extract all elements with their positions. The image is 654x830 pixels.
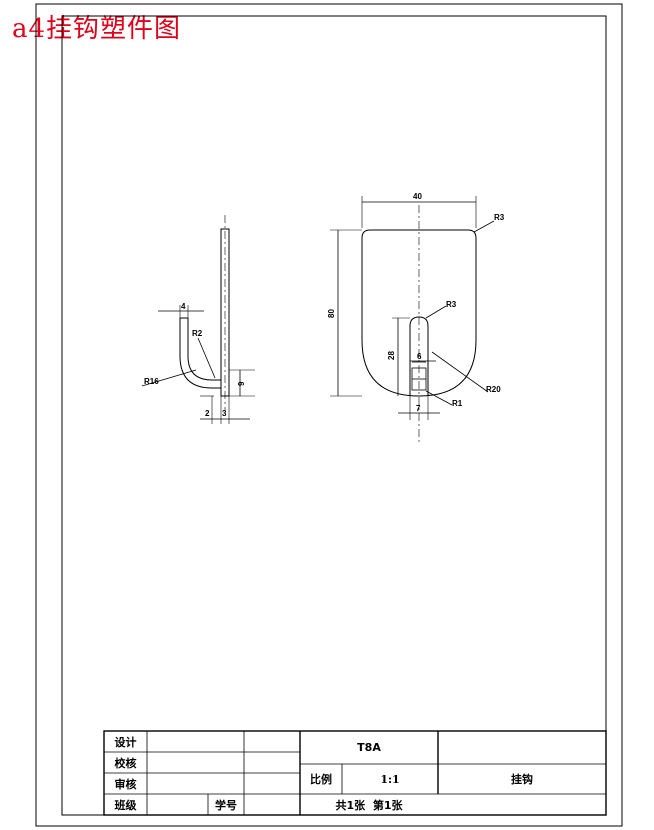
- dim-side-r16: R16: [144, 377, 159, 386]
- dim-front-tab-width: 7: [416, 404, 421, 413]
- dim-side-width: 4: [181, 302, 186, 311]
- dim-side-thickness: 3: [222, 409, 227, 418]
- scale-value: 1:1: [380, 772, 400, 786]
- dim-side-height: 9: [237, 381, 246, 386]
- dim-front-r20: R20: [486, 385, 501, 394]
- dim-front-width: 40: [413, 192, 422, 201]
- drawing-title: a4挂钩塑件图: [12, 14, 182, 44]
- dim-front-height: 80: [327, 309, 336, 318]
- sheet-count: 共1张 第1张: [335, 798, 403, 812]
- label-scale: 比例: [310, 773, 332, 786]
- dim-side-offset: 2: [205, 409, 210, 418]
- dim-front-slot-width: 6: [417, 352, 422, 361]
- side-view: [141, 215, 255, 424]
- dim-front-slot-r3: R3: [446, 300, 457, 309]
- label-student-id: 学号: [215, 798, 237, 812]
- part-name: 挂钩: [511, 773, 533, 786]
- inner-border: [61, 15, 607, 816]
- dim-front-corner-r3: R3: [494, 213, 505, 222]
- dim-front-slot-depth: 28: [387, 351, 396, 360]
- title-block-grid: [103, 730, 607, 816]
- front-view: [330, 196, 495, 445]
- label-design: 设计: [114, 735, 137, 749]
- outer-border: [35, 3, 623, 827]
- label-review: 审核: [114, 777, 137, 791]
- hook-inner: [187, 318, 221, 381]
- label-check: 校核: [114, 756, 137, 770]
- dim-front-r1: R1: [452, 399, 463, 408]
- dim-side-r2: R2: [192, 329, 203, 338]
- material: T8A: [357, 741, 381, 754]
- hook-outer: [179, 318, 221, 389]
- label-class: 班级: [114, 798, 137, 812]
- front-outline: [361, 229, 477, 397]
